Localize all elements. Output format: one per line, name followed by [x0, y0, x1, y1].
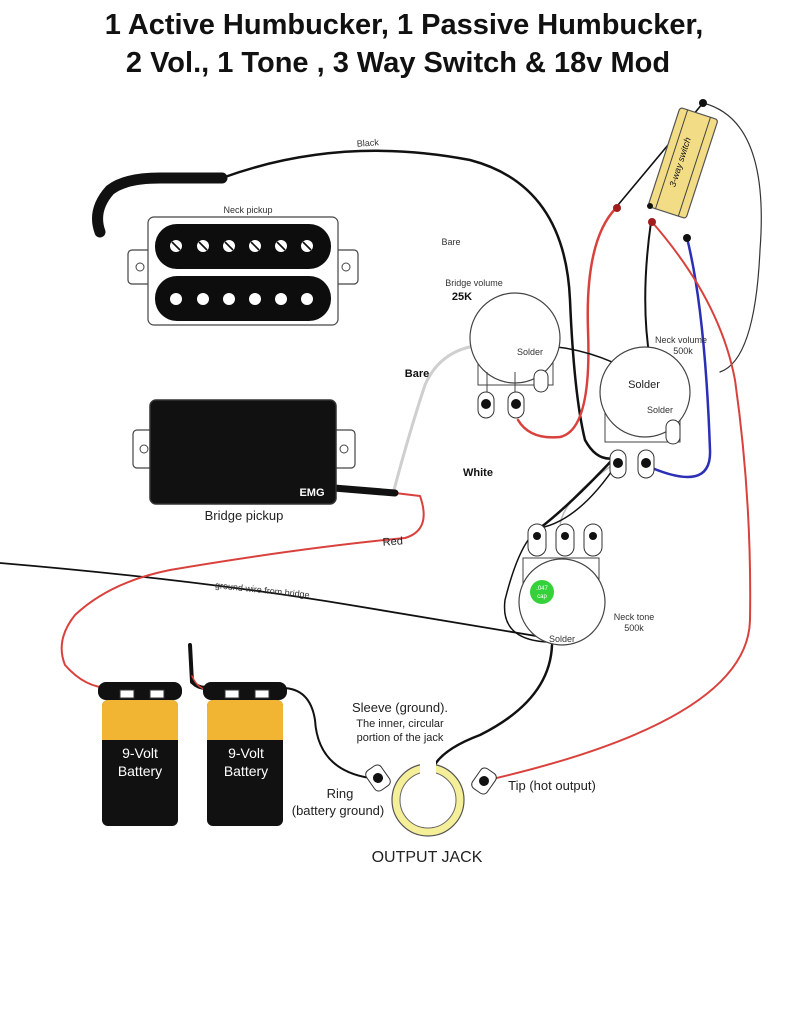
wire-white	[559, 461, 618, 529]
bridge-pickup-label: Bridge pickup	[205, 508, 284, 523]
wires	[0, 102, 762, 781]
bridge-volume-solder: Solder	[517, 347, 543, 357]
wire-black-switch-to-neck-vol	[644, 221, 652, 361]
neck-volume-solder-1: Solder	[628, 379, 660, 391]
neck-volume-solder-2: Solder	[647, 405, 673, 415]
neck-volume-pot	[599, 346, 691, 479]
wire-switch-right-loop	[702, 102, 762, 373]
neck-pickup-screw-left	[135, 262, 145, 272]
wire-ground-from-bridge	[0, 562, 549, 639]
bridge-pickup-screw-left	[139, 444, 149, 454]
diagram-title-line-1: 1 Active Humbucker, 1 Passive Humbucker,	[105, 9, 704, 41]
neck-pickup-cable	[92, 172, 228, 238]
bridge-volume-pot	[469, 292, 561, 419]
switch-lugs	[613, 99, 707, 242]
battery-1	[98, 682, 182, 826]
output-jack-label: OUTPUT JACK	[372, 849, 483, 866]
wire-red-switch-to-bridge-vol	[516, 206, 618, 439]
bridge-volume-lugs	[477, 369, 549, 419]
neck-pickup-coil-bottom	[155, 276, 331, 321]
neck-tone-pot	[518, 523, 606, 646]
sleeve-label-line-3: portion of the jack	[357, 732, 444, 744]
bridge-pickup-screw-right	[339, 444, 349, 454]
neck-pickup-coil-top	[155, 224, 331, 269]
emg-logo: EMG	[299, 487, 324, 499]
wire-battery-to-ring	[281, 687, 371, 779]
neck-pickup-pole-slugs	[170, 293, 313, 305]
wire-red-switch-to-tip	[487, 221, 752, 781]
wire-red-emg-to-battery	[60, 492, 425, 689]
neck-tone-value: 500k	[624, 623, 644, 633]
neck-pickup	[127, 216, 359, 326]
black-wire-label: Black	[356, 137, 379, 149]
output-jack	[365, 760, 497, 837]
neck-volume-label: Neck volume	[655, 335, 707, 345]
wire-black-neck-vol-to-tone	[503, 461, 619, 643]
wire-tone-to-sleeve	[430, 643, 554, 772]
neck-pickup-screw-right	[341, 262, 351, 272]
sleeve-label-line-1: Sleeve (ground).	[352, 700, 448, 715]
three-way-switch: 3-way switch	[648, 107, 718, 219]
ring-label-line-1: Ring	[327, 786, 354, 801]
bare-label-top: Bare	[441, 237, 460, 247]
wire-bare-emg	[392, 338, 530, 492]
neck-tone-label: Neck tone	[614, 612, 655, 622]
sleeve-label-line-2: The inner, circular	[356, 718, 444, 730]
neck-tone-lugs	[527, 523, 603, 557]
wire-black-neck-vol-to-tone-2	[538, 456, 616, 530]
wire-black-neck-to-volume	[220, 149, 617, 460]
bridge-volume-value: 25K	[452, 291, 472, 303]
neck-pickup-label: Neck pickup	[223, 205, 272, 215]
bridge-volume-label: Bridge volume	[445, 278, 503, 288]
wire-battery-jumper	[188, 643, 208, 690]
neck-volume-lugs	[609, 419, 681, 479]
bridge-pickup-body	[149, 399, 337, 505]
tone-capacitor	[530, 580, 554, 604]
bridge-pickup: EMG	[132, 399, 356, 505]
cap-label-type: cap	[537, 594, 547, 600]
battery-1-label-line-2: Battery	[118, 763, 162, 779]
emg-cable	[330, 484, 399, 497]
cap-label-value: .047	[536, 586, 548, 592]
white-wire-label: White	[463, 467, 493, 479]
neck-volume-value: 500k	[673, 346, 693, 356]
battery-1-label-line-1: 9-Volt	[122, 745, 158, 761]
tip-label: Tip (hot output)	[508, 778, 596, 793]
battery-2-label-line-2: Battery	[224, 763, 268, 779]
ground-wire-label: ground wire from bridge	[215, 580, 311, 600]
battery-2	[203, 682, 287, 826]
ring-label-line-2: (battery ground)	[292, 803, 385, 818]
jack-tip-lug	[471, 767, 497, 795]
jack-ring-lug	[365, 764, 391, 792]
bare-label-mid: Bare	[405, 368, 429, 380]
battery-2-label-line-1: 9-Volt	[228, 745, 264, 761]
diagram-title-line-2: 2 Vol., 1 Tone , 3 Way Switch & 18v Mod	[126, 47, 670, 79]
red-wire-label: Red	[382, 535, 403, 548]
neck-tone-solder: Solder	[549, 634, 575, 644]
